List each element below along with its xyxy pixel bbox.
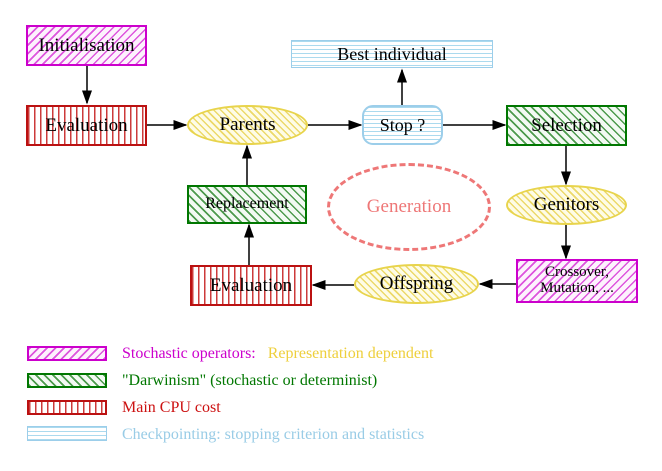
node-generation-label: Generation [366,196,452,218]
node-initialisation: Initialisation [26,25,147,66]
legend-swatch-checkpointing [27,426,107,441]
node-crossover-mutation: Crossover, Mutation, ... [516,259,638,303]
legend-label-checkpointing: Checkpointing: stopping criterion and st… [122,426,425,443]
node-stop-label: Stop ? [379,114,426,135]
legend-swatch-darwinism [27,373,107,388]
node-generation-loop: Generation [327,163,491,251]
legend-label-representation-dependent: Representation dependent [267,345,434,362]
legend-label-stochastic-operators-part1: Stochastic operators: [122,345,256,362]
node-replacement: Replacement [187,185,307,224]
node-best-individual: Best individual [291,40,493,68]
node-parents: Parents [187,105,308,145]
node-evaluation-top: Evaluation [26,105,147,146]
node-offspring-label: Offspring [379,273,454,295]
node-crossover-line1: Crossover, [545,264,609,281]
node-genitors-label: Genitors [533,194,600,216]
node-genitors: Genitors [506,185,627,225]
node-parents-label: Parents [219,114,276,136]
legend-label-stochastic-operators: Stochastic operators: Representation depe… [122,345,433,363]
node-replacement-label: Replacement [205,195,289,213]
node-evaluation-bottom-label: Evaluation [209,274,293,296]
node-stop: Stop ? [362,105,443,145]
legend-label-darwinism: "Darwinism" (stochastic or determinist) [122,372,378,389]
node-selection: Selection [506,105,627,146]
legend-swatch-main-cpu-cost [27,400,107,415]
legend-swatch-stochastic-operators [27,346,107,361]
node-evaluation-bottom: Evaluation [190,265,312,306]
node-best-individual-label: Best individual [337,43,447,64]
node-evaluation-top-label: Evaluation [45,114,128,136]
node-crossover-line2: Mutation, ... [540,280,614,296]
node-offspring: Offspring [354,264,479,304]
node-selection-label: Selection [531,114,602,136]
legend-label-main-cpu-cost: Main CPU cost [122,399,221,416]
node-initialisation-label: Initialisation [38,34,135,56]
